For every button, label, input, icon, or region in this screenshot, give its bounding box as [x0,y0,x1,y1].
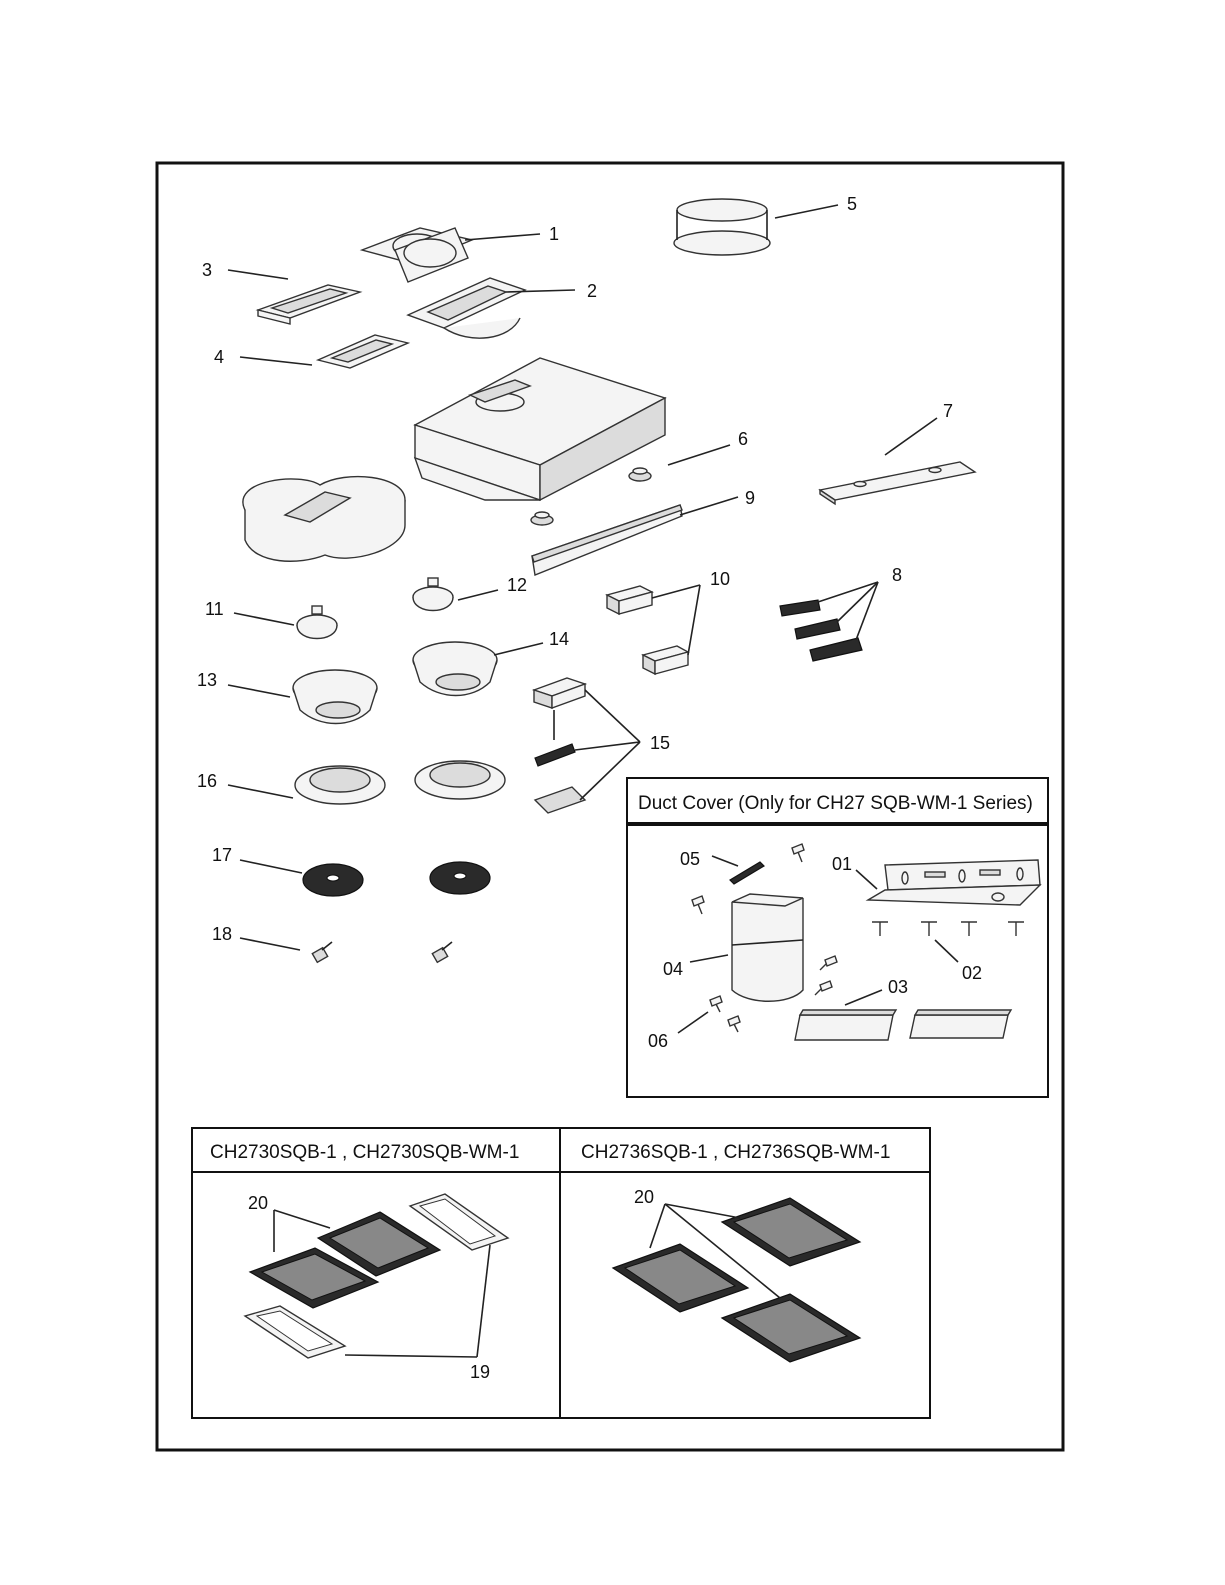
filter-right-label-20: 20 [634,1187,654,1207]
filter-frame-blank-2 [245,1306,345,1358]
part-15-light-lens [535,787,585,813]
duct-label-05: 05 [680,849,700,869]
duct-screw-6 [728,1016,740,1032]
duct-part-03-brackets [795,1010,1011,1040]
label-6: 6 [738,429,748,449]
part-17-fan-wheel-right [430,862,490,894]
part-17-fan-wheel-left [303,864,363,896]
part-10-control-box-1 [607,586,652,614]
duct-label-03: 03 [888,977,908,997]
part-4-gasket [318,335,408,368]
label-3: 3 [202,260,212,280]
label-16: 16 [197,771,217,791]
label-18: 18 [212,924,232,944]
part-3-rect-duct-plate [258,285,360,324]
label-8: 8 [892,565,902,585]
part-8-switch-1 [780,600,820,616]
part-7-rear-bracket [820,462,975,504]
grease-filter-right-2 [722,1198,860,1266]
filter-left-label-20: 20 [248,1193,268,1213]
part-13-blower-scroll [293,670,377,724]
part-18-nut-left [312,942,332,962]
part-15-light-socket [535,744,575,766]
part-16-ring-left [295,766,385,804]
label-11: 11 [205,599,224,619]
part-18-nut-right [432,942,452,962]
filter-left-label-19: 19 [470,1362,490,1382]
duct-screw-5 [710,996,722,1012]
duct-label-06: 06 [648,1031,668,1051]
label-17: 17 [212,845,232,865]
duct-label-04: 04 [663,959,683,979]
part-5-round-collar [674,199,770,255]
label-1: 1 [549,224,559,244]
part-10-control-box-2 [643,646,688,674]
part-14-blower-scroll [413,642,497,696]
part-15-light-housing [534,678,585,708]
filter-left-header: CH2730SQB-1 , CH2730SQB-WM-1 [210,1142,519,1163]
duct-screw-4 [815,981,832,995]
label-10: 10 [710,569,730,589]
label-7: 7 [943,401,953,421]
part-8-switch-3 [810,638,862,661]
duct-cover-title: Duct Cover (Only for CH27 SQB-WM-1 Serie… [638,793,1033,814]
part-2-combo-plate [408,278,525,338]
filter-right-header: CH2736SQB-1 , CH2736SQB-WM-1 [581,1142,890,1163]
duct-screw-3 [820,956,837,970]
duct-part-04-cover [732,894,803,1001]
range-hood-body [415,358,665,500]
part-16-ring-right [415,761,505,799]
duct-label-02: 02 [962,963,982,983]
blower-housing-shell [243,477,405,562]
part-11-motor [297,606,337,639]
grease-filter-right-1 [613,1244,748,1312]
duct-screw-2 [692,896,704,914]
duct-label-01: 01 [832,854,852,874]
duct-part-01-mount-bracket [868,860,1040,905]
label-2: 2 [587,281,597,301]
label-13: 13 [197,670,217,690]
part-12-motor [413,578,453,611]
part-9-front-trim [532,505,682,575]
duct-part-02-screws [872,922,1024,936]
label-15: 15 [650,733,670,753]
label-12: 12 [507,575,527,595]
part-8-switch-2 [795,619,840,639]
part-6-grommet-2 [531,512,553,525]
label-14: 14 [549,629,569,649]
duct-screw-1 [792,844,804,862]
part-1-round-adapter-plate [362,228,472,282]
label-9: 9 [745,488,755,508]
part-6-grommet [629,468,651,481]
label-4: 4 [214,347,224,367]
grease-filter-right-3 [722,1294,860,1362]
label-5: 5 [847,194,857,214]
